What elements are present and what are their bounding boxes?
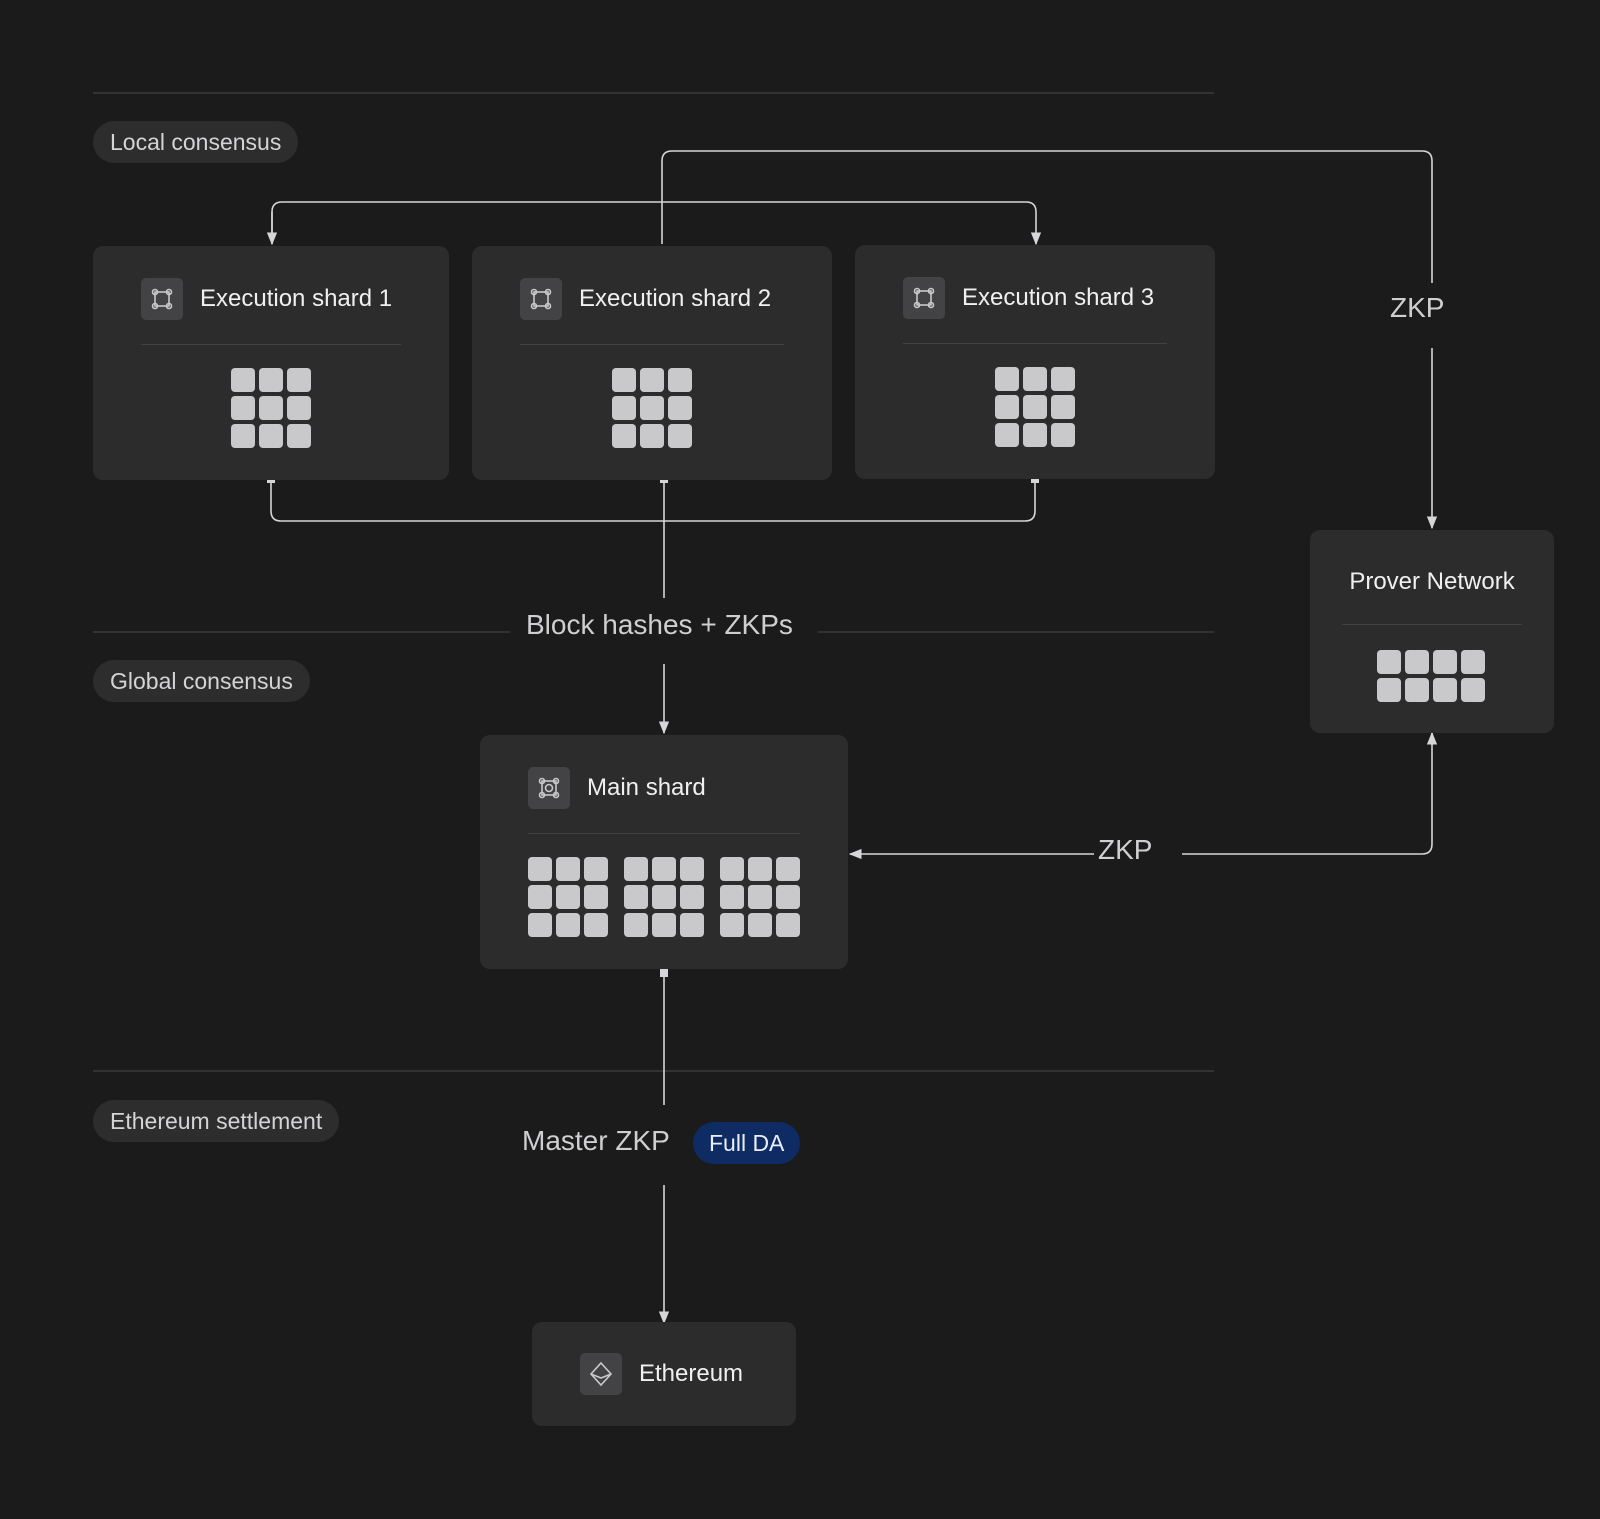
zkp-label-side: ZKP (1098, 834, 1153, 866)
shard-input-bus (271, 201, 1042, 246)
card-divider (520, 344, 784, 345)
card-divider (528, 833, 800, 834)
main-shard-title: Main shard (587, 774, 706, 801)
execution-shard-3-card[interactable]: Execution shard 3 (855, 245, 1215, 479)
block-grid (1377, 650, 1485, 702)
block-grid-3 (720, 857, 800, 937)
card-divider (903, 343, 1167, 344)
zkp-side-line (1182, 733, 1433, 855)
main-shard-card[interactable]: Main shard (480, 735, 848, 969)
block-grid (612, 368, 692, 448)
zkp-label-top: ZKP (1390, 292, 1445, 324)
block-hashes-zkps-label: Block hashes + ZKPs (512, 609, 807, 641)
execution-shard-1-card[interactable]: Execution shard 1 (93, 246, 449, 480)
master-zkp-label: Master ZKP (508, 1125, 684, 1157)
execution-shard-3-title: Execution shard 3 (962, 284, 1155, 311)
execution-shard-1-title: Execution shard 1 (200, 285, 393, 312)
execution-shard-2-title: Execution shard 2 (579, 285, 772, 312)
block-grid-2 (624, 857, 704, 937)
full-da-badge: Full DA (693, 1122, 801, 1164)
card-divider (1342, 624, 1522, 625)
block-grid (995, 367, 1075, 447)
section-pill-local-consensus: Local consensus (93, 121, 299, 163)
card-divider (141, 344, 401, 345)
ethereum-icon (580, 1353, 622, 1395)
section-pill-ethereum-settlement: Ethereum settlement (93, 1100, 340, 1142)
section-pill-global-consensus: Global consensus (93, 660, 310, 702)
prover-network-title: Prover Network (1349, 568, 1515, 595)
main-shard-icon (528, 767, 570, 809)
shard-icon (903, 277, 945, 319)
shard-icon (520, 278, 562, 320)
ethereum-card[interactable]: Ethereum (532, 1322, 796, 1426)
shard-icon (141, 278, 183, 320)
ethereum-title: Ethereum (639, 1360, 744, 1387)
block-grid (231, 368, 311, 448)
prover-network-card[interactable]: Prover Network (1310, 530, 1554, 733)
block-grid-1 (528, 857, 608, 937)
execution-shard-2-card[interactable]: Execution shard 2 (472, 246, 832, 480)
shard-output-bus (270, 479, 1036, 522)
